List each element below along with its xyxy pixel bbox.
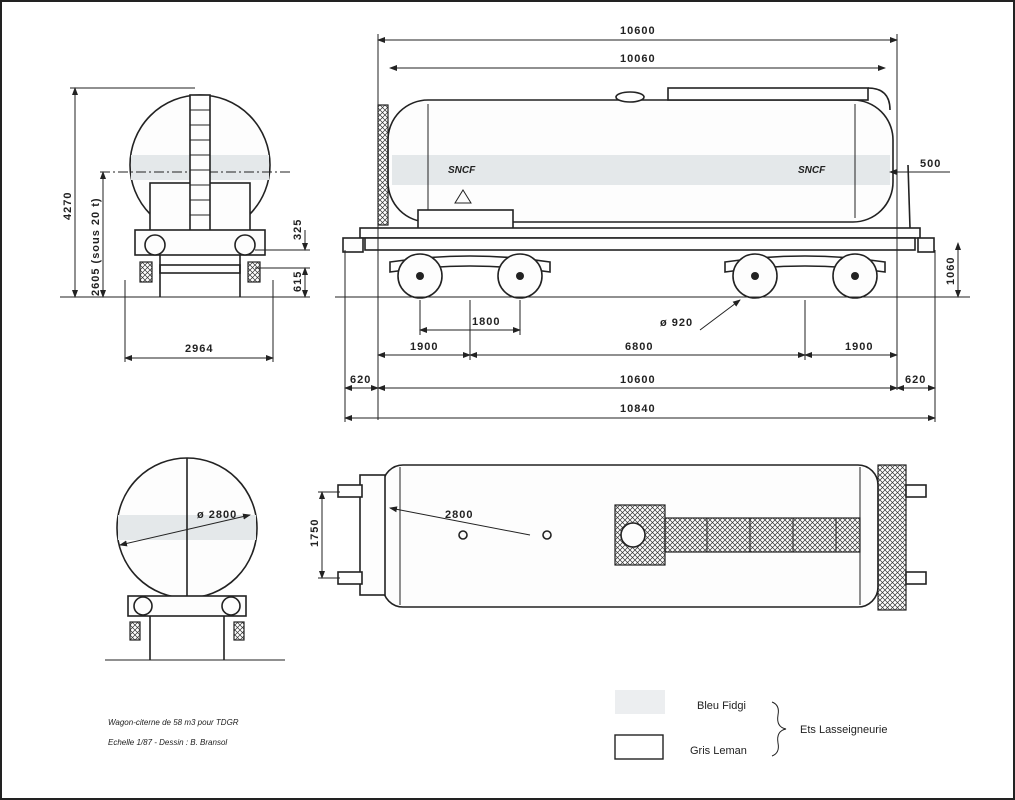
dim-620-left: 620 bbox=[350, 374, 371, 386]
dim-1750: 1750 bbox=[309, 519, 321, 547]
side-view: SNCF SNCF 10600 10060 500 1060 bbox=[335, 25, 970, 422]
dim-1060: 1060 bbox=[945, 257, 957, 285]
end-view-lower: ø 2800 bbox=[105, 457, 285, 661]
dim-325: 325 bbox=[292, 219, 304, 240]
manufacturer-label: Ets Lasseigneurie bbox=[800, 724, 887, 736]
dim-1900-right: 1900 bbox=[845, 341, 873, 353]
dim-2605: 2605 (sous 20 t) bbox=[90, 197, 102, 296]
dim-10840: 10840 bbox=[620, 403, 656, 415]
dim-6800: 6800 bbox=[625, 341, 653, 353]
dim-1900-left: 1900 bbox=[410, 341, 438, 353]
bogie-right bbox=[724, 253, 886, 299]
color-legend: Bleu Fidgi Gris Leman Ets Lasseigneurie bbox=[614, 690, 887, 760]
dim-2964: 2964 bbox=[185, 343, 213, 355]
dim-4270: 4270 bbox=[62, 192, 74, 220]
dim-10600-top: 10600 bbox=[620, 25, 656, 37]
end-platform bbox=[877, 464, 907, 611]
blue-band bbox=[392, 155, 890, 185]
ladder bbox=[189, 94, 211, 236]
dim-1800: 1800 bbox=[472, 316, 500, 328]
dome-hatch bbox=[620, 522, 646, 548]
legend-label-bleu-fidgi: Bleu Fidgi bbox=[697, 700, 746, 712]
dim-diameter-2800: ø 2800 bbox=[197, 509, 237, 521]
top-view: 2800 1750 bbox=[309, 464, 927, 611]
dim-10600-bottom: 10600 bbox=[620, 374, 656, 386]
dim-615: 615 bbox=[292, 271, 304, 292]
underframe bbox=[359, 227, 921, 239]
dim-620-right: 620 bbox=[905, 374, 926, 386]
legend-label-gris-leman: Gris Leman bbox=[690, 745, 747, 757]
dim-500: 500 bbox=[920, 158, 941, 170]
end-view: 4270 2605 (sous 20 t) 325 615 2964 bbox=[60, 87, 310, 362]
buffer-right bbox=[917, 237, 935, 253]
warning-triangle-icon bbox=[454, 189, 472, 204]
dim-top-2800: 2800 bbox=[445, 509, 473, 521]
caption-scale: Echelle 1/87 - Dessin : B. Bransol bbox=[108, 738, 227, 747]
bogie-left bbox=[389, 253, 551, 299]
sncf-logo-right: SNCF bbox=[798, 165, 826, 176]
dim-10060: 10060 bbox=[620, 53, 656, 65]
caption-title: Wagon-citerne de 58 m3 pour TDGR bbox=[108, 718, 239, 727]
buffer-left bbox=[342, 237, 364, 253]
brace bbox=[771, 701, 787, 757]
walkway-top bbox=[664, 517, 861, 553]
legend-swatch-bleu-fidgi bbox=[615, 690, 665, 714]
sncf-logo-left: SNCF bbox=[448, 165, 476, 176]
legend-swatch-gris-leman bbox=[614, 734, 664, 760]
walkway bbox=[667, 87, 869, 101]
dim-wheel-920: ø 920 bbox=[660, 317, 693, 329]
ladder-side bbox=[377, 104, 389, 226]
dome bbox=[615, 91, 645, 103]
